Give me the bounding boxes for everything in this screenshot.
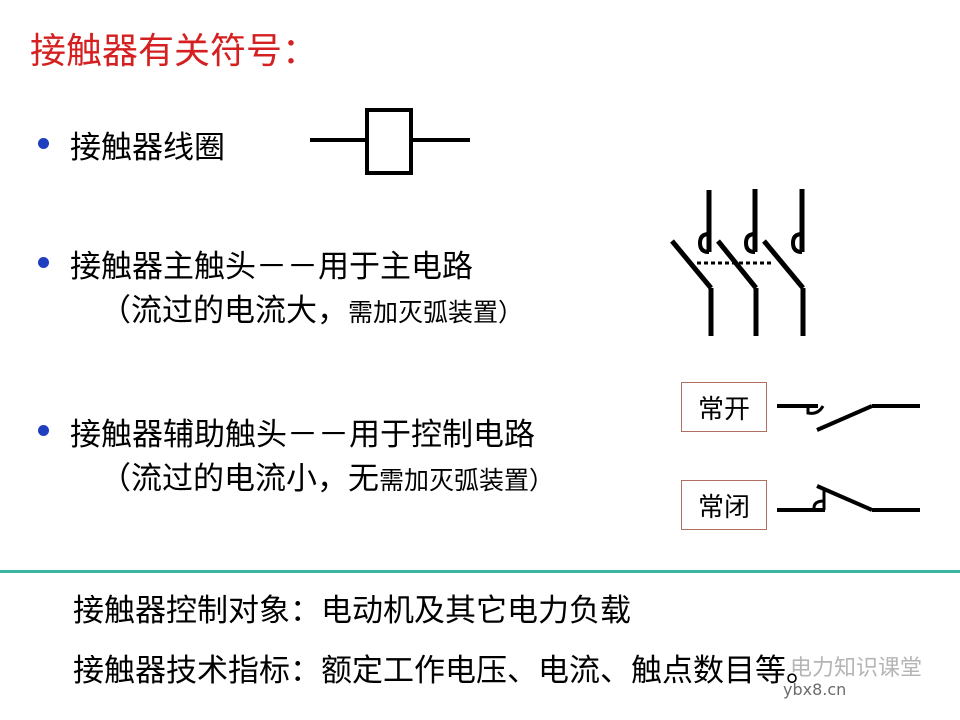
bullet-icon	[38, 138, 49, 149]
bullet-icon	[38, 257, 49, 268]
note-large: （流过的电流小，无	[100, 461, 379, 497]
watermark-name: 电力知识课堂	[790, 656, 923, 681]
bullet-icon	[38, 425, 49, 436]
item-aux-contact-label: 接触器辅助触头－－用于控制电路	[70, 417, 535, 453]
pole	[670, 190, 714, 336]
normally-open-label: 常开	[681, 382, 767, 432]
item-main-contact-note: （流过的电流大，需加灭弧装置）	[100, 285, 523, 330]
item-coil-label: 接触器线圈	[70, 130, 225, 166]
note-small: 需加灭弧装置）	[348, 298, 524, 327]
coil-symbol	[310, 108, 470, 175]
normally-closed-symbol	[777, 484, 920, 512]
pole	[716, 189, 759, 336]
item-aux-contact-note: （流过的电流小，无需加灭弧装置）	[100, 453, 554, 498]
pole	[762, 189, 806, 336]
slide-title: 接触器有关符号：	[30, 31, 319, 72]
note-small: 需加灭弧装置）	[379, 466, 555, 495]
footer-tech-specs: 接触器技术指标：额定工作电压、电流、触点数目等。	[73, 653, 817, 689]
item-main-contact-label: 接触器主触头－－用于主电路	[70, 249, 473, 285]
normally-closed-label: 常闭	[681, 480, 767, 530]
footer-control-object: 接触器控制对象：电动机及其它电力负载	[73, 593, 631, 629]
watermark-site: ybx8.cn	[783, 680, 847, 699]
note-large: （流过的电流大，	[100, 293, 348, 329]
normally-open-symbol	[777, 404, 920, 432]
main-contact-symbol	[670, 189, 806, 336]
divider	[0, 570, 960, 573]
